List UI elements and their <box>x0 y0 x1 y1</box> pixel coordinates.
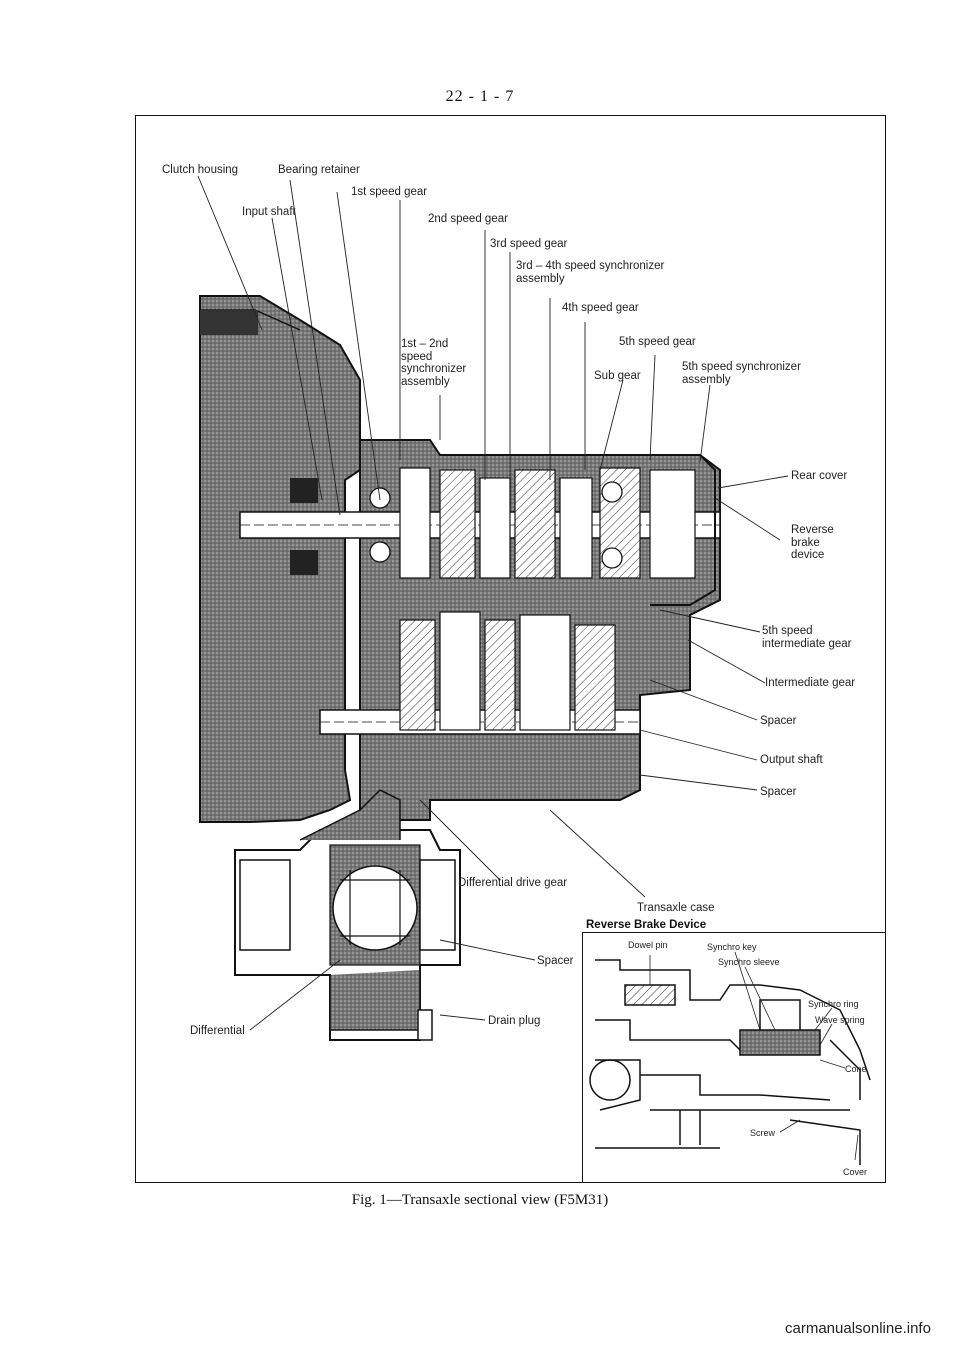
label-differential: Differential <box>190 1025 245 1037</box>
label-transaxle-case: Transaxle case <box>637 902 715 914</box>
label-1st-2nd-synchronizer: 1st – 2nd speed synchronizer assembly <box>401 338 467 388</box>
label-output-shaft: Output shaft <box>760 754 823 766</box>
label-drain-plug: Drain plug <box>488 1015 541 1027</box>
label-clutch-housing: Clutch housing <box>162 164 239 176</box>
figure-frame <box>135 115 886 1183</box>
input-shaft-gears <box>399 467 696 579</box>
inset-title: Reverse Brake Device <box>586 919 707 931</box>
label-5th-intermediate-gear: 5th speed intermediate gear <box>762 625 852 650</box>
page-number: 22 - 1 - 7 <box>445 88 515 105</box>
inset-label-wave-spring: Wave spring <box>815 1015 865 1025</box>
inset-label-cover: Cover <box>843 1167 868 1177</box>
inset-label-synchro-key: Synchro key <box>707 942 757 952</box>
label-1st-speed-gear: 1st speed gear <box>351 186 428 198</box>
label-input-shaft: Input shaft <box>242 206 296 218</box>
inset-label-screw: Screw <box>750 1128 776 1138</box>
label-2nd-speed-gear: 2nd speed gear <box>428 213 508 225</box>
label-3rd-speed-gear: 3rd speed gear <box>490 238 568 250</box>
leader-lines <box>197 175 789 1031</box>
label-rear-cover: Rear cover <box>791 470 848 482</box>
inset-box <box>582 932 886 1183</box>
figure-caption: Fig. 1—Transaxle sectional view (F5M31) <box>351 1192 609 1208</box>
inset-label-cone: Cone <box>845 1064 867 1074</box>
label-4th-speed-gear: 4th speed gear <box>562 302 639 314</box>
label-differential-drive-gear: Differential drive gear <box>458 877 568 889</box>
label-sub-gear: Sub gear <box>594 370 641 382</box>
label-5th-synchronizer: 5th speed synchronizer assembly <box>682 361 801 386</box>
clutch-housing-casting <box>199 295 361 823</box>
label-5th-speed-gear: 5th speed gear <box>619 336 696 348</box>
label-spacer-2: Spacer <box>760 786 797 798</box>
label-spacer-1: Spacer <box>760 715 797 727</box>
rear-cover <box>650 454 716 606</box>
label-spacer-3: Spacer <box>537 955 574 967</box>
watermark: carmanualsonline.info <box>785 1320 931 1337</box>
inset-label-synchro-sleeve: Synchro sleeve <box>718 957 780 967</box>
label-reverse-brake-device: Reverse brake device <box>791 524 834 561</box>
inset-label-synchro-ring: Synchro ring <box>808 999 859 1009</box>
label-bearing-retainer: Bearing retainer <box>278 164 360 176</box>
inset-label-dowel-pin: Dowel pin <box>628 940 668 950</box>
label-intermediate-gear: Intermediate gear <box>765 677 856 689</box>
label-3rd-4th-synchronizer: 3rd – 4th speed synchronizer assembly <box>516 260 665 285</box>
output-shaft-gears <box>399 611 616 731</box>
